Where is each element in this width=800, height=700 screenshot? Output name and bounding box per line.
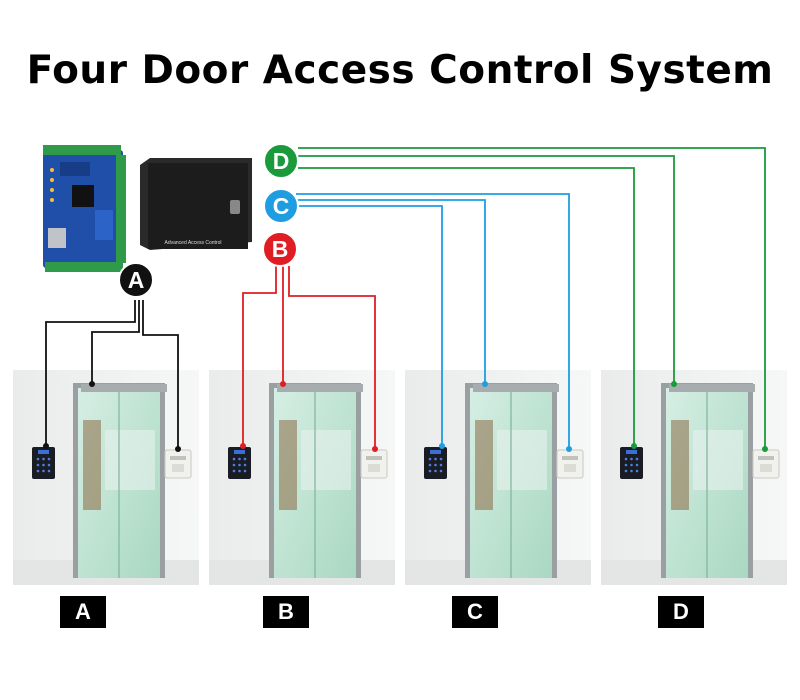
card-reader-keypad-icon-c	[424, 447, 447, 479]
channel-badge-label: C	[273, 193, 290, 219]
wire-terminal-dot	[566, 446, 572, 452]
wire-terminal-dot	[372, 446, 378, 452]
wire-terminal-dot	[762, 446, 768, 452]
channel-badge-label: A	[128, 267, 145, 293]
wire-c-3	[296, 193, 570, 449]
wire-terminal-dot	[175, 446, 181, 452]
wire-c-1	[296, 205, 443, 446]
controller-box-label: Advanced Access Control	[165, 240, 222, 246]
door-label-a: A	[60, 596, 106, 628]
wire-b-3	[288, 266, 376, 449]
door-scene-a	[13, 370, 199, 585]
board-chip	[72, 185, 94, 207]
wire-terminal-dot	[280, 381, 286, 387]
wire-terminal-dot	[671, 381, 677, 387]
controller-board	[43, 145, 126, 272]
door-closer-d	[669, 384, 755, 392]
wire-terminal-dot	[439, 443, 445, 449]
door-scene-b	[209, 370, 395, 585]
card-reader-keypad-icon-a	[32, 447, 55, 479]
card-reader-keypad-icon-d	[620, 447, 643, 479]
wire-c-2	[296, 199, 486, 384]
controller-box: Advanced Access Control	[140, 158, 252, 250]
channel-badge-label: D	[273, 148, 290, 174]
board-ethernet-port	[48, 228, 66, 248]
wire-a-1	[45, 300, 136, 446]
door-label-d: D	[658, 596, 704, 628]
channel-badge-c: C	[263, 188, 299, 224]
wire-terminal-dot	[43, 443, 49, 449]
channel-badge-b: B	[262, 231, 298, 267]
channel-badge-a: A	[118, 262, 154, 298]
door-scene-d	[601, 370, 787, 585]
board-relay	[95, 210, 113, 240]
exit-button-icon-c	[556, 449, 584, 479]
wires-layer	[43, 147, 768, 452]
wire-a-3	[142, 300, 179, 449]
door-closer-c	[473, 384, 559, 392]
wire-d-1	[298, 167, 635, 446]
wire-terminal-dot	[89, 381, 95, 387]
lock-key-icon	[230, 200, 240, 214]
wire-terminal-dot	[482, 381, 488, 387]
door-label-b: B	[263, 596, 309, 628]
wire-b-1	[242, 266, 277, 446]
board-terminals	[43, 145, 126, 272]
doors-layer	[13, 370, 787, 585]
card-reader-keypad-icon-b	[228, 447, 251, 479]
wire-terminal-dot	[240, 443, 246, 449]
wire-terminal-dot	[631, 443, 637, 449]
wire-d-3	[298, 147, 766, 449]
door-closer-a	[81, 384, 167, 392]
wire-d-2	[298, 155, 675, 384]
channel-badge-label: B	[272, 236, 289, 262]
diagram-title: Four Door Access Control System	[26, 48, 774, 93]
channel-badge-d: D	[263, 143, 299, 179]
exit-button-icon-d	[752, 449, 780, 479]
door-label-c: C	[452, 596, 498, 628]
door-closer-b	[277, 384, 363, 392]
badges-layer: A BCD	[118, 143, 299, 298]
exit-button-icon-b	[360, 449, 388, 479]
wire-a-2	[91, 300, 140, 384]
door-scene-c	[405, 370, 591, 585]
exit-button-icon-a	[164, 449, 192, 479]
